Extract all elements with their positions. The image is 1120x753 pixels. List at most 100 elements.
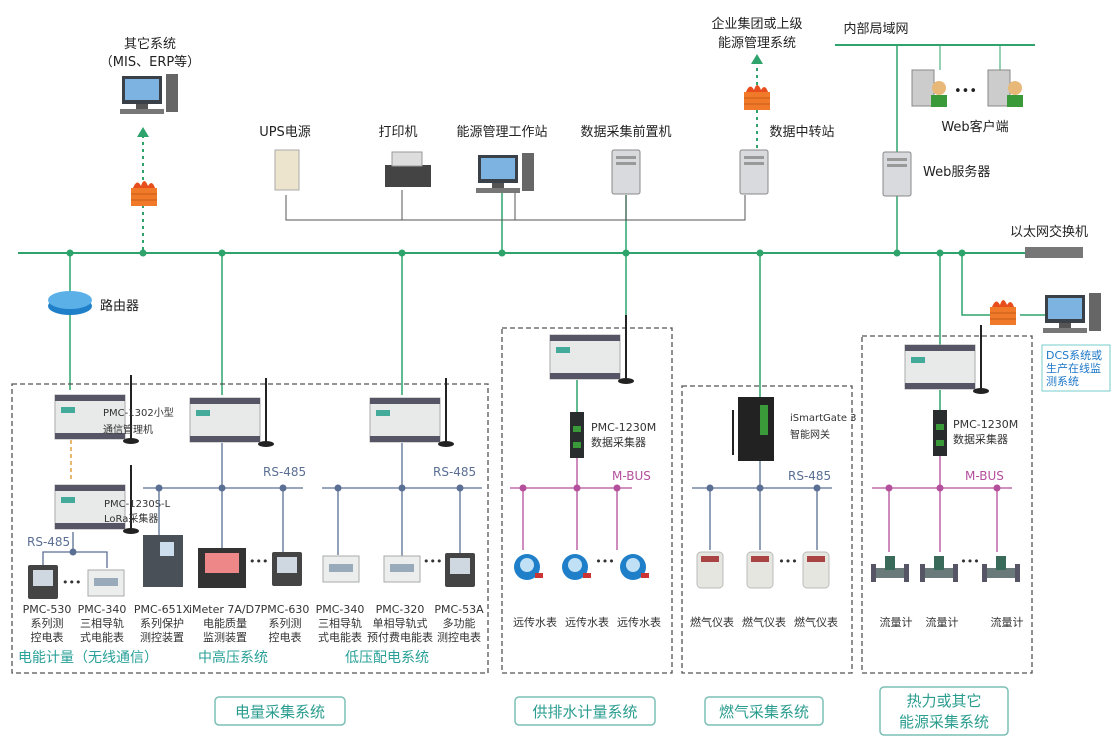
meter-label: 燃气仪表 — [742, 615, 786, 629]
svg-text:PMC-340: PMC-340 — [78, 603, 127, 616]
ups-icon — [274, 149, 300, 191]
din-meter-icon — [322, 555, 360, 583]
meter-label: 远传水表 — [617, 615, 661, 629]
pmc1302-label: PMC-1302小型 — [103, 406, 174, 419]
svg-text:PMC-320: PMC-320 — [376, 603, 425, 616]
power-system-badge — [214, 696, 346, 726]
water-meter-icon — [562, 554, 591, 580]
meter-icon — [28, 565, 58, 599]
meter-label: 远传水表 — [513, 615, 557, 629]
gas-meter-icon — [746, 551, 774, 589]
meter-label: 燃气仪表 — [690, 615, 734, 629]
svg-text:三相导轨: 三相导轨 — [318, 616, 362, 630]
svg-text:系列测: 系列测 — [31, 616, 64, 630]
relay-server-icon — [739, 149, 769, 195]
workstation-icon — [476, 153, 534, 193]
dcs-label: DCS系统或 — [1046, 349, 1102, 362]
svg-text:电能质量: 电能质量 — [203, 616, 247, 630]
gas-meter-icon — [696, 551, 724, 589]
dcs-label: 测系统 — [1046, 375, 1079, 388]
meter-label: 燃气仪表 — [794, 615, 838, 629]
water-system-badge — [514, 696, 656, 726]
other-system-sublabel: （MIS、ERP等） — [100, 54, 200, 70]
power-system-box — [11, 383, 489, 674]
svg-text:预付费电能表: 预付费电能表 — [367, 630, 433, 644]
gateway-label: iSmartGate 3 — [790, 413, 857, 424]
flow-meter-icon — [920, 556, 958, 582]
web-client-icon — [911, 69, 947, 107]
firewall-icon — [130, 180, 158, 207]
collector-label: 数据采集器 — [953, 432, 1008, 446]
data-collector-icon — [570, 412, 584, 458]
arrow-up-icon — [137, 127, 149, 137]
gas-system-label: 燃气采集系统 — [719, 703, 809, 721]
flow-meter-icon — [871, 556, 909, 582]
din-meter-icon — [87, 569, 125, 597]
ellipsis: ••• — [423, 555, 442, 568]
comm-manager-icon — [189, 377, 275, 448]
meter-label: 流量计 — [926, 615, 959, 629]
water-system-box — [501, 327, 673, 674]
svg-text:测控装置: 测控装置 — [140, 630, 184, 644]
comm-manager-icon — [549, 314, 635, 385]
gas-system-box — [681, 385, 853, 674]
arrow-up-icon — [751, 54, 763, 64]
printer-icon — [385, 151, 431, 187]
switch-icon — [1025, 247, 1083, 258]
svg-text:PMC-53A: PMC-53A — [434, 603, 484, 616]
meter-icon — [445, 553, 475, 587]
collector-label: PMC-1230M — [591, 421, 656, 434]
pmc1230s-label: PMC-1230S-L — [104, 499, 171, 510]
ellipsis: ••• — [249, 555, 268, 568]
smart-gateway-icon — [732, 397, 774, 461]
water-system-label: 供排水计量系统 — [532, 703, 637, 721]
firewall-icon — [743, 84, 771, 111]
svg-text:PMC-340: PMC-340 — [316, 603, 365, 616]
comm-manager-icon — [369, 377, 455, 448]
flow-meter-icon — [982, 556, 1020, 582]
svg-text:单相导轨式: 单相导轨式 — [373, 616, 428, 630]
svg-text:PMC-530: PMC-530 — [23, 603, 72, 616]
svg-text:测控电表: 测控电表 — [437, 630, 481, 644]
web-client-label: Web客户端 — [941, 119, 1008, 135]
meter-label: 流量计 — [880, 615, 913, 629]
gas-meter-icon — [802, 551, 830, 589]
svg-text:iMeter 7A/D7: iMeter 7A/D7 — [189, 603, 261, 616]
ups-label: UPS电源 — [259, 125, 311, 140]
rs485-label: RS-485 — [27, 535, 70, 549]
dcs-computer-icon — [1043, 293, 1101, 333]
sub-system-label: 中高压系统 — [198, 649, 268, 666]
svg-text:三相导轨: 三相导轨 — [80, 616, 124, 630]
collector-label: PMC-1230M — [953, 418, 1018, 431]
heat-system-box — [861, 335, 1033, 674]
ellipsis: ••• — [778, 555, 797, 568]
mbus-label: M-BUS — [965, 469, 1004, 483]
gas-system-badge — [704, 696, 824, 726]
web-client-icon — [987, 69, 1023, 107]
printer-label: 打印机 — [378, 125, 417, 140]
web-server-icon — [882, 151, 912, 197]
rs485-label: RS-485 — [433, 465, 476, 479]
pmc1230s-label: LoRa采集器 — [104, 512, 158, 525]
ellipsis: ••• — [960, 555, 979, 568]
ellipsis: ••• — [62, 576, 81, 589]
meter-label: 流量计 — [991, 615, 1024, 629]
rs485-label: RS-485 — [263, 465, 306, 479]
ellipsis: ••• — [954, 84, 977, 99]
power-system-label: 电量采集系统 — [235, 703, 325, 721]
heat-system-label: 热力或其它 — [906, 692, 981, 710]
gateway-label: 智能网关 — [790, 428, 830, 441]
svg-text:式电能表: 式电能表 — [318, 630, 362, 644]
svg-text:系列保护: 系列保护 — [140, 616, 184, 630]
switch-label: 以太网交换机 — [1010, 224, 1088, 240]
firewall-icon — [989, 299, 1017, 326]
meter-label: 远传水表 — [565, 615, 609, 629]
